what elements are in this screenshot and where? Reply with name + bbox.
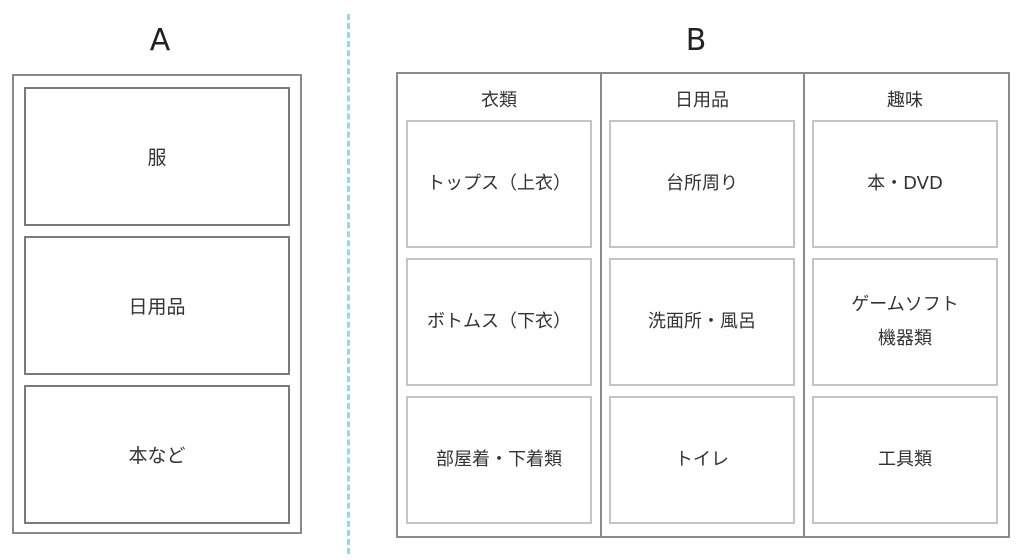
column-header-daily-goods: 日用品 <box>675 90 729 111</box>
cell-washroom-bath: 洗面所・風呂 <box>609 258 795 386</box>
panel-a: 服 日用品 本など <box>12 74 302 534</box>
cell-bottoms: ボトムス（下衣） <box>406 258 592 386</box>
cell-text: 台所周り <box>666 173 738 194</box>
cell-tops: トップス（上衣） <box>406 120 592 248</box>
cell-tools: 工具類 <box>812 396 998 524</box>
column-header-hobby: 趣味 <box>887 90 923 111</box>
cell-text: 機器類 <box>878 328 932 349</box>
cell-text: 工具類 <box>878 449 932 470</box>
column-header-clothing: 衣類 <box>481 90 517 111</box>
dashed-divider <box>347 14 350 554</box>
cell-text: トイレ <box>675 449 729 470</box>
cell-text: トップス（上衣） <box>427 173 571 194</box>
box-clothes: 服 <box>24 87 290 226</box>
cell-loungewear: 部屋着・下着類 <box>406 396 592 524</box>
cell-kitchen: 台所周り <box>609 120 795 248</box>
box-books-etc: 本など <box>24 385 290 524</box>
column-separator <box>600 74 602 536</box>
cell-toilet: トイレ <box>609 396 795 524</box>
cell-text: ゲームソフト <box>851 294 959 315</box>
cell-games: ゲームソフト 機器類 <box>812 258 998 386</box>
box-daily-goods: 日用品 <box>24 236 290 375</box>
column-separator <box>803 74 805 536</box>
cell-text: ボトムス（下衣） <box>427 311 571 332</box>
panel-a-title: A <box>149 23 171 58</box>
cell-text: 部屋着・下着類 <box>436 449 562 470</box>
panel-b: 衣類 日用品 趣味 トップス（上衣） ボトムス（下衣） 部屋着・下着類 台所周り… <box>396 72 1010 538</box>
cell-books-dvd: 本・DVD <box>812 120 998 248</box>
panel-b-title: B <box>685 23 707 58</box>
cell-text: 洗面所・風呂 <box>648 311 756 332</box>
cell-text: 本・DVD <box>867 173 943 194</box>
